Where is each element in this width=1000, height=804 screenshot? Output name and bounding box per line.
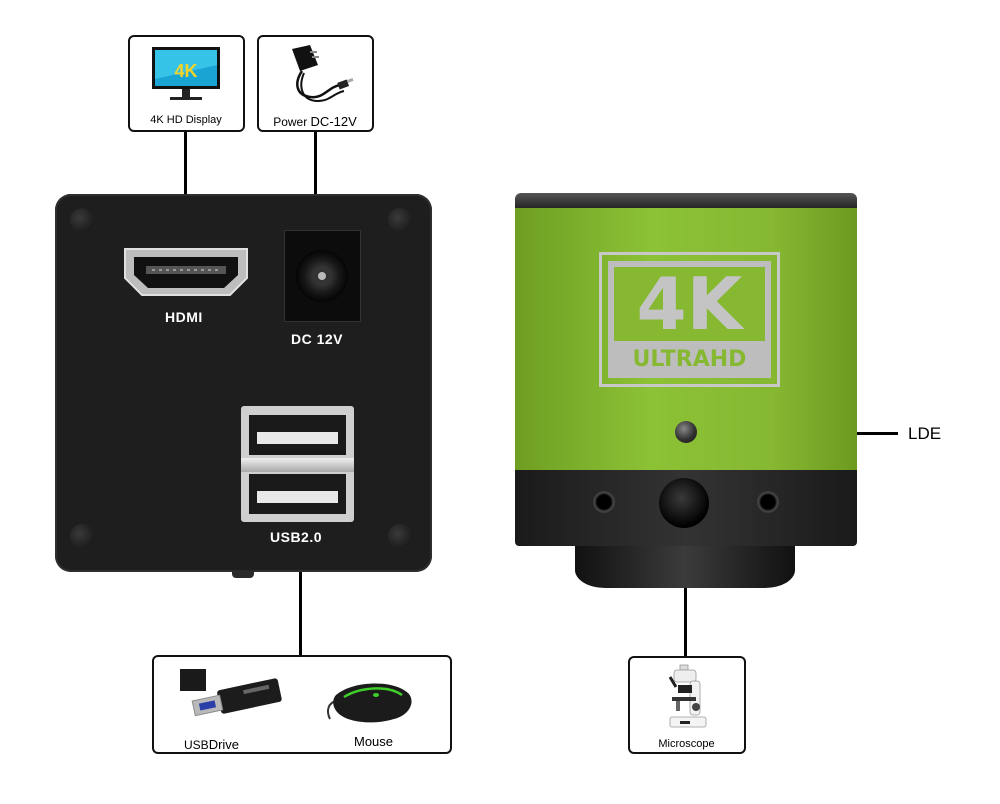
usb-port (249, 415, 346, 455)
mouse-icon (322, 671, 422, 731)
led-label: LDE (908, 424, 942, 443)
screw (70, 208, 94, 232)
usb-connector-line (299, 488, 302, 658)
microscope-icon (666, 663, 710, 733)
power-label-value: DC-12V (310, 114, 357, 129)
screw (388, 524, 412, 548)
power-adapter-icon (284, 43, 354, 109)
power-callout: Power DC-12V (257, 35, 374, 132)
mount-hole (757, 491, 779, 513)
hdmi-port (122, 246, 250, 298)
mount-hole (593, 491, 615, 513)
usb-label: USB2.0 (270, 529, 323, 545)
usb-drive-label-prefix: USB (184, 738, 209, 752)
badge-ultrahd-text: ULTRAHD (632, 347, 747, 372)
usb-ports (241, 406, 354, 522)
usb-drive-label-value: Drive (208, 737, 240, 752)
dc-label: DC 12V (291, 331, 344, 347)
camera-top-cap (515, 193, 857, 209)
screw (70, 524, 94, 548)
front-button (659, 478, 709, 528)
svg-text:4K: 4K (174, 61, 197, 81)
camera-back-panel: HDMI DC 12V USB2.0 (55, 194, 432, 572)
badge-4k-text: 4K (636, 262, 743, 346)
power-label: Power DC-12V (259, 114, 371, 129)
microscope-connector-line (684, 556, 687, 658)
4k-ultrahd-badge: 4K ULTRAHD (599, 252, 780, 387)
microscope-label: Microscope (658, 738, 715, 750)
camera-body: 4K ULTRAHD (515, 208, 857, 470)
mouse-label: Mouse (354, 734, 394, 749)
usb-port (249, 474, 346, 514)
screw (388, 208, 412, 232)
camera-lower-housing (515, 470, 857, 546)
microscope-callout: Microscope (628, 656, 746, 754)
display-callout: 4K 4K HD Display (128, 35, 245, 132)
display-label: 4K HD Display (150, 114, 222, 126)
panel-foot (232, 570, 254, 578)
usb-drive-icon (176, 665, 286, 727)
dc-jack (284, 230, 361, 322)
usb-devices-callout: USBDrive Mouse (152, 655, 452, 754)
power-label-prefix: Power (273, 115, 311, 129)
led-indicator (675, 421, 697, 443)
hdmi-label: HDMI (165, 309, 203, 325)
lens-mount (575, 546, 795, 588)
monitor-icon: 4K (150, 45, 222, 105)
usb-drive-label: USBDrive (184, 737, 239, 752)
